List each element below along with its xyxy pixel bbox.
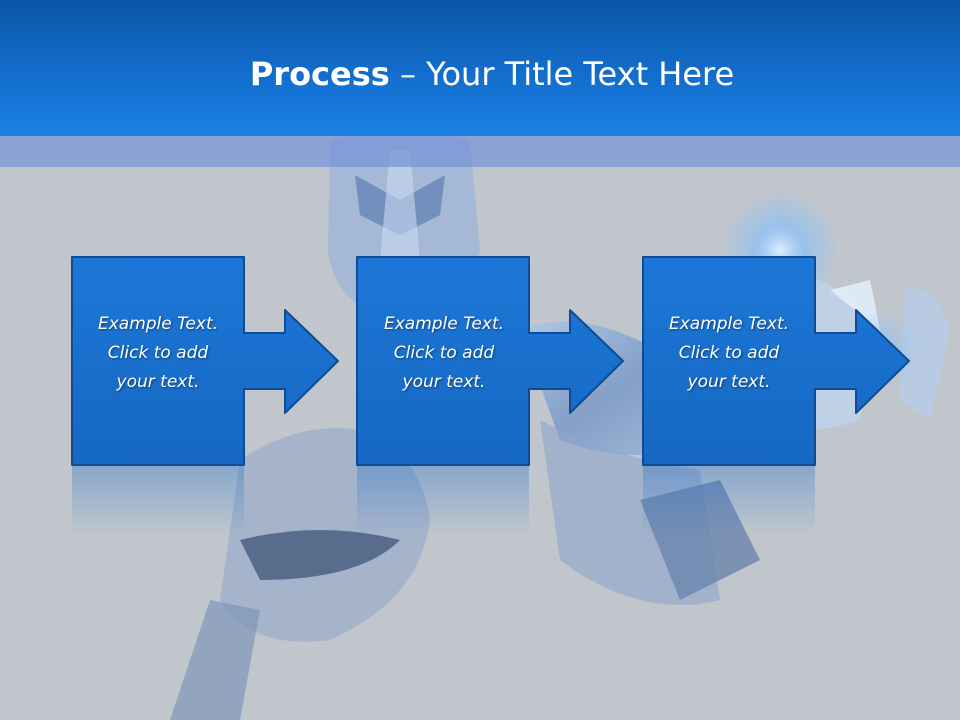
title-bar bbox=[0, 0, 960, 136]
slide-title[interactable]: Process – Your Title Text Here bbox=[0, 52, 960, 96]
title-rest: – Your Title Text Here bbox=[389, 55, 735, 93]
process-step-1-text[interactable]: Example Text. Click to add your text. bbox=[97, 314, 219, 392]
process-step-1[interactable] bbox=[71, 256, 339, 466]
title-accent-band bbox=[0, 136, 960, 167]
process-step-2-text[interactable]: Example Text. Click to add your text. bbox=[383, 314, 505, 392]
reflections bbox=[72, 466, 815, 536]
title-bold: Process bbox=[249, 55, 390, 93]
process-step-2[interactable] bbox=[356, 256, 624, 466]
process-step-3[interactable] bbox=[642, 256, 910, 466]
process-step-3-text[interactable]: Example Text. Click to add your text. bbox=[668, 314, 790, 392]
